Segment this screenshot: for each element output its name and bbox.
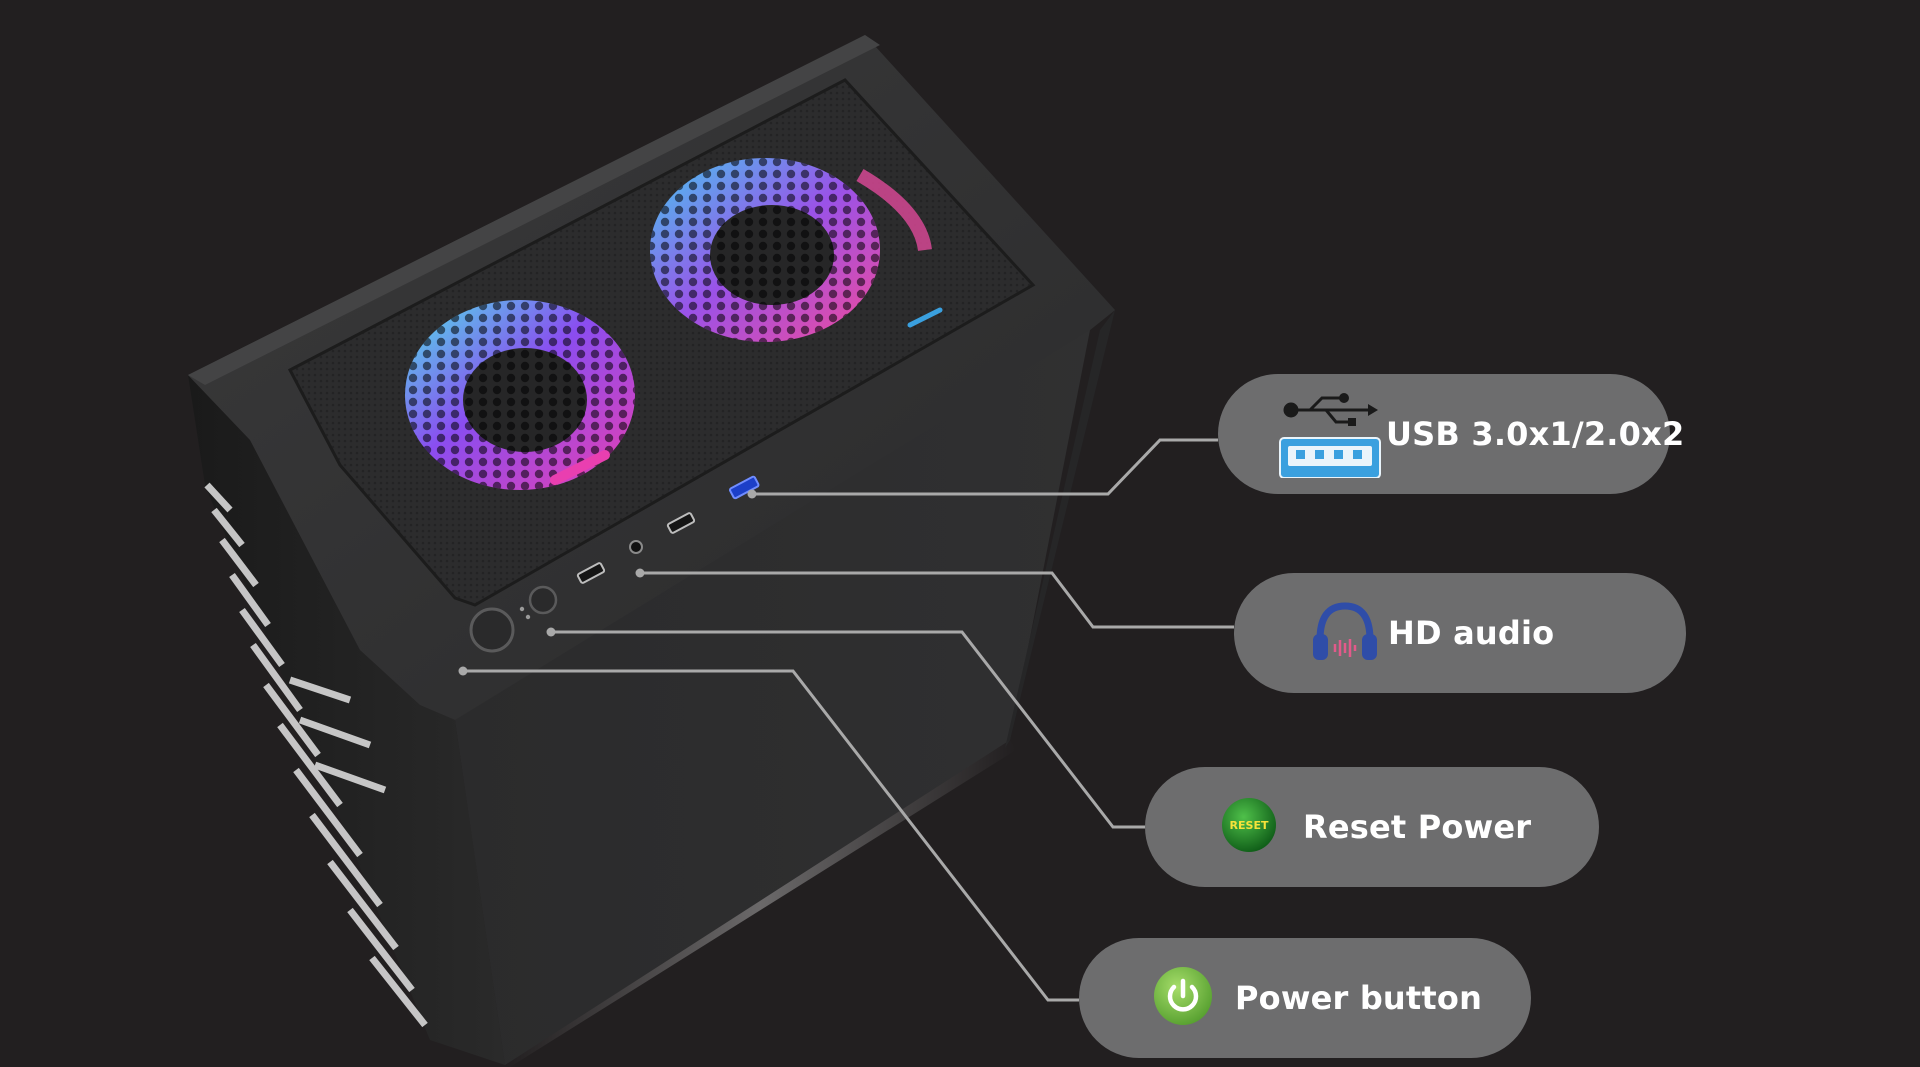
callout-audio-label: HD audio — [1388, 614, 1555, 652]
leader-line-usb — [752, 438, 1218, 496]
reset-icon: RESET — [1221, 797, 1277, 857]
front-stripes — [204, 482, 428, 1028]
rgb-fan-right — [650, 158, 943, 342]
usb2-port-1 — [576, 562, 606, 584]
power-button-physical — [469, 607, 515, 653]
callout-usb-label: USB 3.0x1/2.0x2 — [1386, 415, 1685, 453]
callout-reset-label: Reset Power — [1303, 808, 1532, 846]
leader-line-audio — [640, 571, 1234, 629]
leader-line-power — [463, 669, 1079, 1002]
usb3-port — [728, 475, 760, 500]
case-side-panel — [455, 310, 1115, 1065]
leader-lines — [458, 438, 1234, 1002]
callout-power: Power button — [1079, 938, 1531, 1058]
base-glow — [505, 740, 1016, 1067]
leader-line-reset — [551, 630, 1145, 829]
reset-button-physical — [528, 585, 558, 615]
usb-icon — [1278, 386, 1382, 482]
case-front-panel — [188, 375, 505, 1065]
reset-icon-text: RESET — [1230, 819, 1269, 832]
callout-power-label: Power button — [1235, 979, 1483, 1017]
usb2-port-2 — [666, 512, 696, 534]
case-side-panel-shade — [1005, 310, 1115, 748]
front-io-ports — [469, 475, 760, 653]
callout-audio: HD audio — [1234, 573, 1686, 693]
power-icon — [1153, 966, 1213, 1030]
rgb-fan-left — [405, 300, 635, 490]
headphones-icon — [1310, 600, 1380, 666]
case-top-bevel — [188, 35, 880, 385]
callout-reset: RESET Reset Power — [1145, 767, 1599, 887]
audio-jack — [629, 540, 643, 554]
callout-usb: USB 3.0x1/2.0x2 — [1218, 374, 1684, 494]
